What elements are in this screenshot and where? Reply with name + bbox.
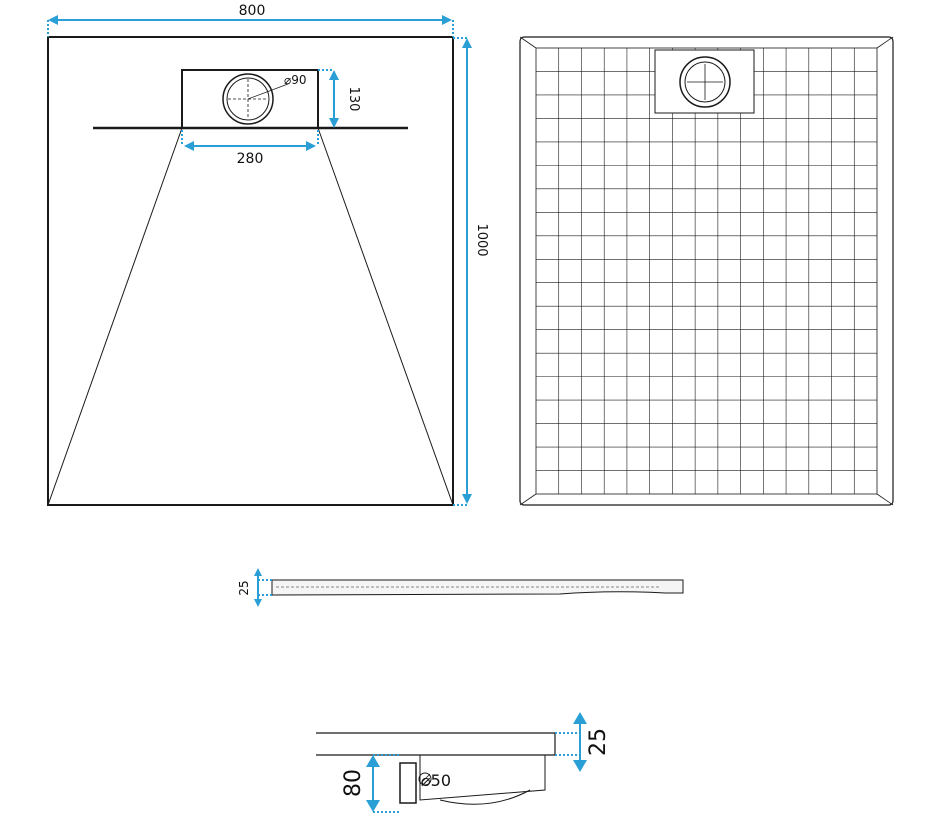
drain-grate-icon — [679, 56, 731, 108]
siphon-diameter-label: ⌀50 — [421, 771, 451, 790]
thickness-dimension — [254, 568, 272, 607]
drain-curve — [439, 789, 531, 805]
siphon-height-dimension — [366, 754, 400, 813]
tile-grid — [536, 48, 877, 494]
length-label: 1000 — [474, 223, 489, 256]
tiled-top-view — [519, 36, 894, 506]
section-thickness-label: 25 — [586, 728, 611, 756]
siphon-height-label: 80 — [341, 769, 366, 797]
drain-width-dimension — [181, 130, 319, 151]
plan-view: ⌀90 800 1000 130 — [47, 3, 489, 506]
drain-depth-label: 130 — [346, 87, 361, 112]
drain-box — [181, 69, 319, 129]
drain-body-profile — [419, 754, 546, 801]
tray-outline — [47, 36, 454, 506]
section-thickness-dimension — [555, 712, 587, 772]
side-section-view: 25 — [237, 568, 684, 607]
tiled-tray-outline — [519, 36, 894, 506]
siphon-outlet-icon — [399, 762, 432, 804]
drain-diameter-label: ⌀90 — [284, 73, 307, 87]
drain-grate-icon — [222, 73, 289, 125]
tiled-drain-plate — [654, 49, 755, 114]
tray-side-profile — [271, 579, 684, 596]
tiled-tray-inner — [535, 47, 878, 495]
thickness-label: 25 — [237, 580, 251, 595]
drain-depth-dimension — [318, 69, 339, 128]
tray-bevel-corners — [519, 36, 894, 506]
length-dimension — [453, 37, 472, 506]
width-label: 800 — [239, 3, 266, 19]
width-dimension — [47, 15, 454, 37]
tray-section-profile — [316, 732, 556, 756]
slope-line-right — [317, 127, 454, 506]
drain-width-label: 280 — [237, 151, 264, 167]
slope-line-left — [47, 127, 183, 506]
drain-section-view: ⌀50 80 25 — [316, 712, 611, 813]
